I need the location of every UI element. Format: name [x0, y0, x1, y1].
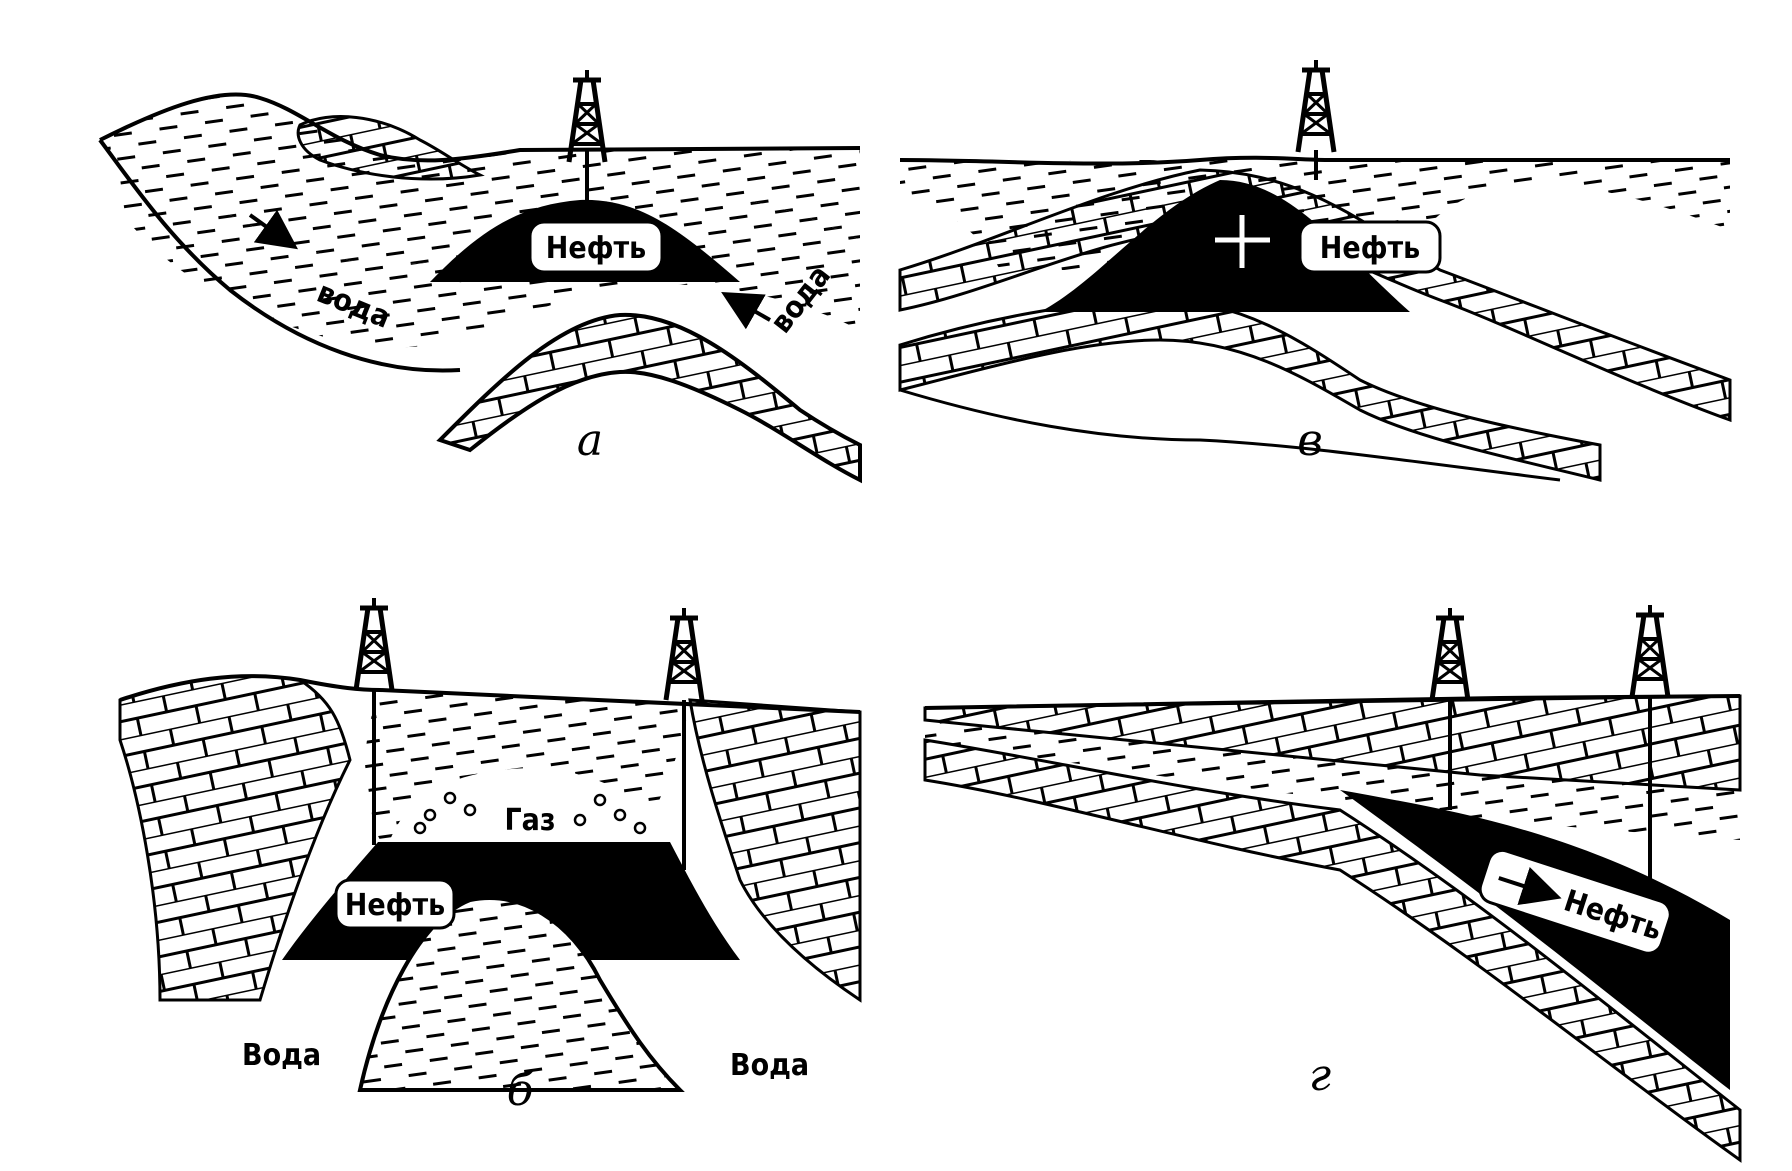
panel-b-gas-label: Газ: [504, 803, 555, 838]
panel-a-oil-label: Нефть: [546, 231, 646, 266]
panel-b-water-right-label: Вода: [730, 1048, 809, 1083]
panel-b-water-left-label: Вода: [242, 1038, 321, 1073]
panel-g-caption: г: [1309, 1050, 1331, 1101]
panel-a-caption: а: [577, 415, 603, 466]
panel-v-oil-label: Нефть: [1320, 231, 1420, 266]
panel-b: Газ Нефть Вода Вода б: [118, 598, 862, 1116]
panel-v: Нефть в: [898, 60, 1732, 482]
panel-g: Нефть г: [923, 605, 1742, 1163]
panel-b-caption: б: [507, 1065, 534, 1116]
panel-b-oil-label: Нефть: [345, 888, 445, 923]
panel-a: Нефть вода вода а: [98, 70, 862, 484]
panel-v-caption: в: [1297, 415, 1323, 466]
